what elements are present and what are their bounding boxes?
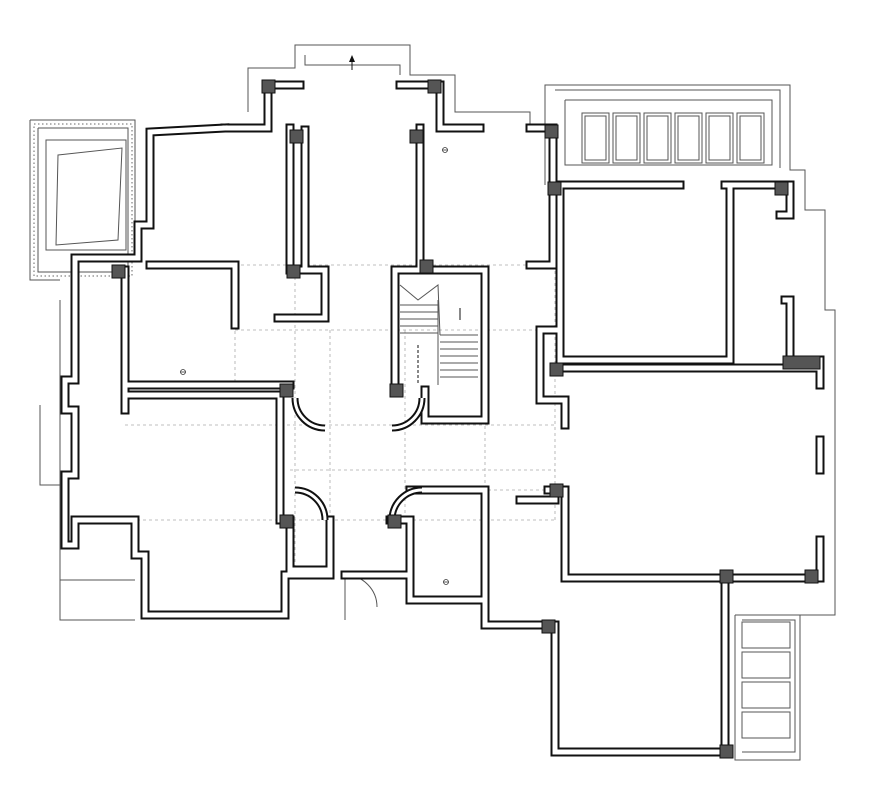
wall [555,185,735,365]
column [387,514,402,529]
column [782,355,821,370]
pool-inner [55,147,123,246]
outline [59,300,135,621]
wall-inner [147,262,238,328]
window-panel [741,651,791,679]
wall [120,390,295,525]
window-panel [736,112,765,164]
wall [543,485,825,583]
column [111,264,126,279]
wall [480,573,730,757]
wall-inner [62,315,333,618]
column [544,124,559,139]
stair-winder [399,284,441,336]
outline [555,89,781,168]
outline [544,84,836,616]
window-panel-inner [677,115,700,161]
columns [111,79,821,759]
outline [734,614,801,761]
window-panel [581,112,610,164]
column [549,362,564,377]
window-panel [741,681,791,709]
column [279,514,294,529]
window-panel-inner [646,115,669,161]
room-markers [180,147,449,585]
window-panel [674,112,703,164]
column [547,181,562,196]
column [774,181,789,196]
window-panel [741,711,791,739]
wall-inner [397,82,483,131]
hall-corner-arcs [291,397,426,521]
outline [247,55,296,112]
window-panel-inner [739,115,762,161]
column [279,383,294,398]
exterior-outlines [29,44,836,761]
column [719,744,734,759]
window-panel-inner [615,115,638,161]
north-arrow-icon [349,55,355,70]
wall-inner [122,392,293,523]
column [261,79,276,94]
column [541,619,556,634]
arc-wall-inner [391,397,424,430]
column [719,569,734,584]
wall-inner [722,182,793,218]
wall-inner [287,517,333,573]
window-panel [741,621,791,649]
wall-inner [557,187,733,363]
walls [60,80,825,757]
wall [420,385,490,425]
wall [525,123,558,270]
column [286,264,301,279]
window-panel [643,112,672,164]
arc-wall-inner [293,397,326,430]
staircase [399,284,478,385]
decorative-border [33,123,133,277]
wall-inner [72,125,228,321]
column [409,129,424,144]
wall-inner [537,327,568,428]
outline [294,44,531,125]
outline [30,119,136,225]
outline [742,619,796,753]
wall-inner [275,125,328,321]
column [427,79,442,94]
column [804,569,819,584]
arc-wall-inner [294,488,327,521]
column [389,383,404,398]
column [549,483,564,498]
pool [45,139,127,251]
window-panel [705,112,734,164]
wall-inner [527,125,556,268]
outline [39,405,60,486]
window-panel-inner [708,115,731,161]
outline [564,99,773,166]
window-panel [612,112,641,164]
wall [145,260,240,330]
door-swing [344,574,378,608]
column [419,259,434,274]
column [289,129,304,144]
window-panel-inner [584,115,607,161]
guide-lines [125,264,556,575]
wall-inner [482,575,728,755]
outline [29,120,60,281]
wall [285,515,335,575]
wall-inner [545,487,823,581]
